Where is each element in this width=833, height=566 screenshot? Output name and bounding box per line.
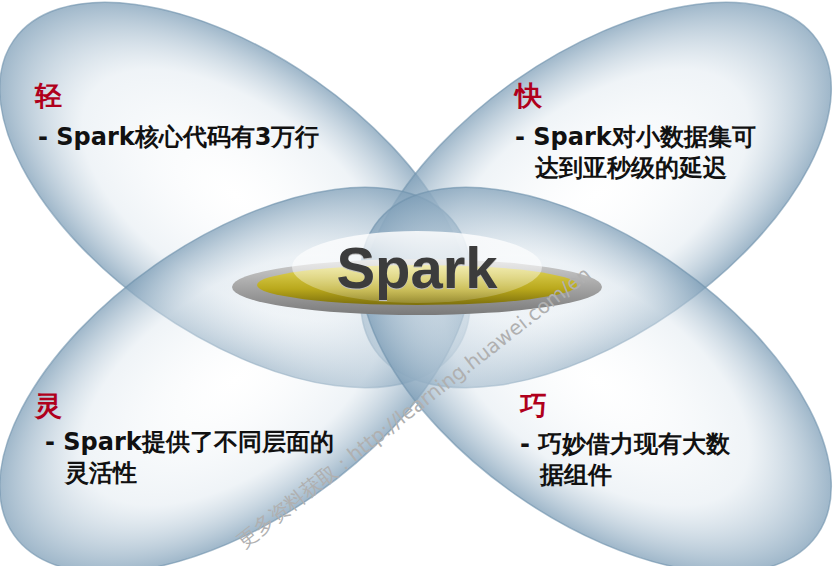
petal-body: - Spark对小数据集可 达到亚秒级的延迟 [515,122,815,184]
petal-body: - 巧妙借力现有大数 据组件 [520,429,810,491]
petal-body: - Spark核心代码有3万行 [38,122,378,153]
petal-heading: 快 [515,80,542,112]
petal-heading: 轻 [35,80,62,112]
petal-heading: 灵 [35,390,62,422]
petal-heading: 巧 [520,390,547,422]
petal-shape [295,110,833,566]
